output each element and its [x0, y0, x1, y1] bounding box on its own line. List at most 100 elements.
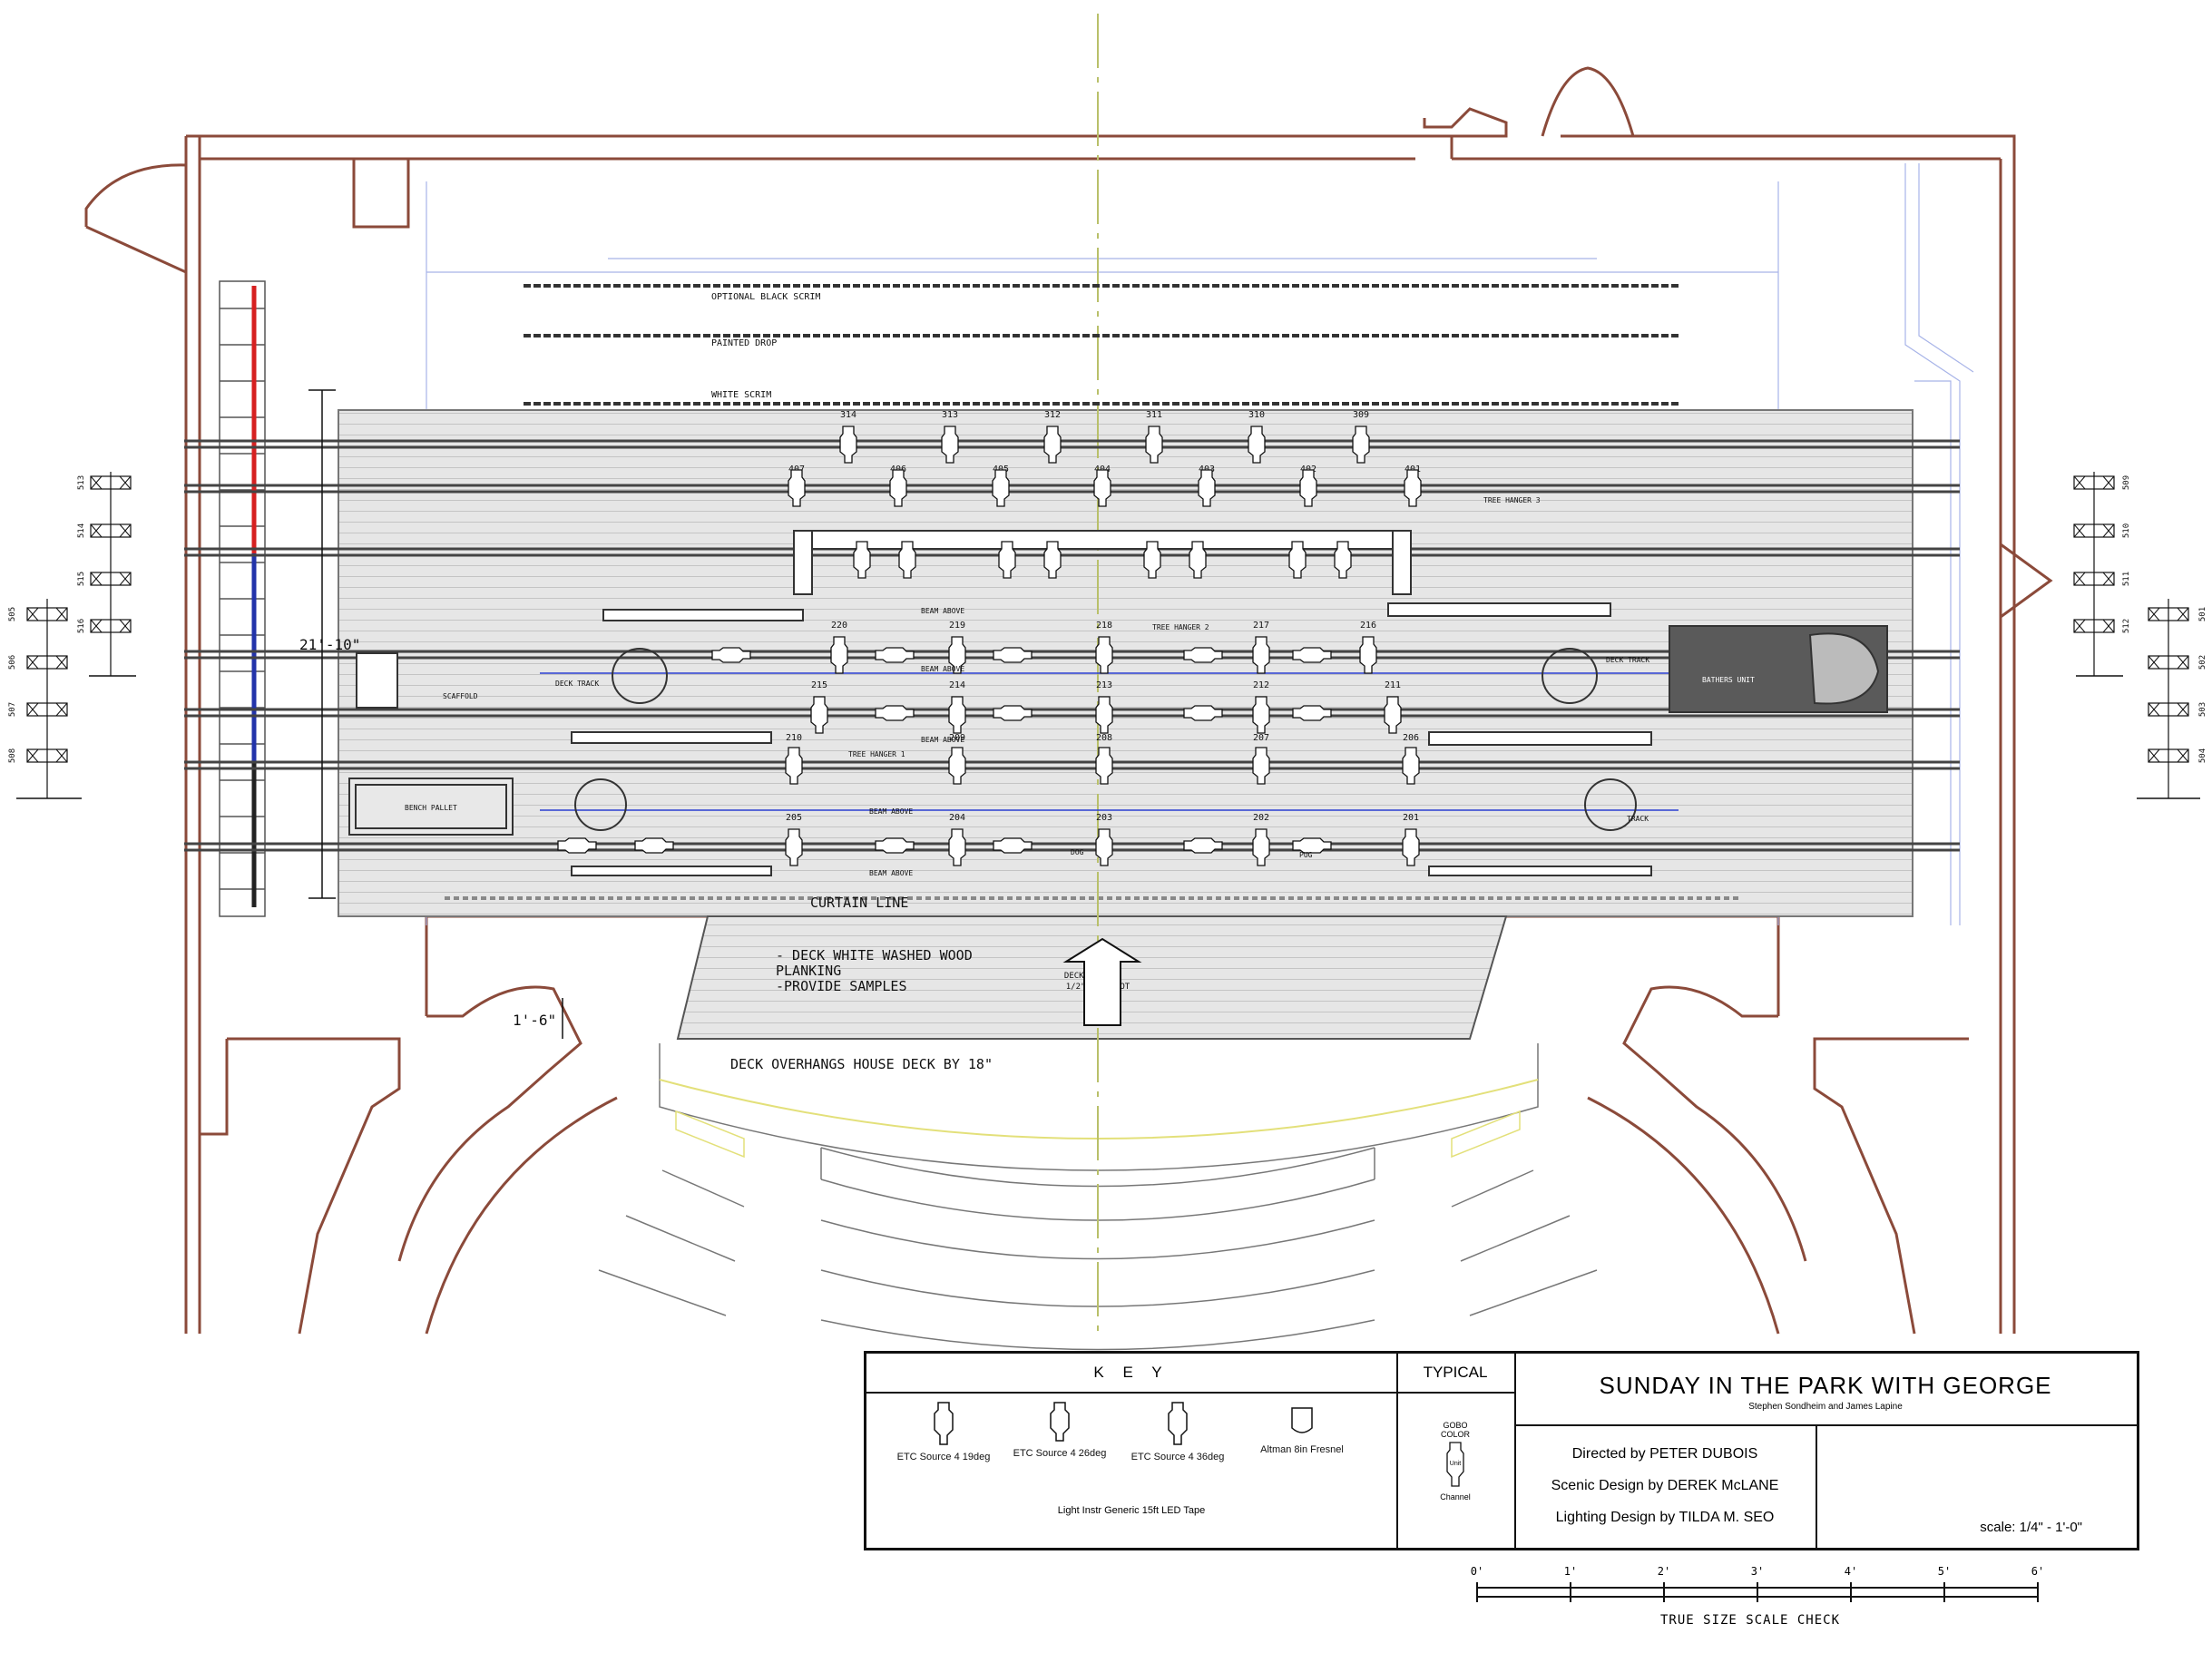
row300-fixture-314	[839, 425, 857, 464]
left-inner-boom-label-514: 514	[77, 523, 86, 538]
row300-fixture-310	[1248, 425, 1266, 464]
bench-pallet-label: BENCH PALLET	[405, 804, 457, 812]
key-label-36deg: ETC Source 4 36deg	[1130, 1452, 1225, 1462]
row210-label-206: 206	[1403, 733, 1419, 743]
right-outer-boom-label-501: 501	[2198, 607, 2207, 621]
key-item-26deg: ETC Source 4 26deg	[1001, 1401, 1119, 1459]
pipe2-fixture-6	[1288, 541, 1307, 579]
scale-tick-label-3: 3'	[1751, 1565, 1764, 1578]
drop-label-1: OPTIONAL BLACK SCRIM	[711, 292, 820, 302]
row210-label-207: 207	[1253, 733, 1269, 743]
row205-side-fixture-1	[634, 837, 674, 854]
side-light-booms: 5055065075085135145155165095105115125015…	[8, 472, 2207, 799]
deck-note-line-2: PLANKING	[776, 963, 841, 979]
overhang-dimension: 1'-6"	[513, 1012, 556, 1029]
director-credit: Directed by PETER DUBOIS	[1571, 1446, 1758, 1462]
row210-label-208: 208	[1096, 733, 1112, 743]
row300-label-311: 311	[1146, 410, 1162, 420]
row215-label-211: 211	[1385, 680, 1401, 690]
pipe2-fixture-7	[1334, 541, 1352, 579]
show-title: SUNDAY IN THE PARK WITH GEORGE	[1599, 1372, 2052, 1399]
typical-heading: TYPICAL	[1396, 1354, 1514, 1394]
row300-label-314: 314	[840, 410, 856, 420]
row210-fixture-209	[948, 747, 966, 785]
tree-hanger-1-label: TREE HANGER 1	[848, 750, 905, 758]
dog-label: DOG	[1071, 848, 1084, 856]
scale-tick-label-2: 2'	[1658, 1565, 1670, 1578]
beam-above-label-3: BEAM ABOVE	[921, 736, 964, 744]
row215-side-fixture-0	[875, 705, 915, 721]
row215-fixture-212	[1252, 696, 1270, 734]
row205-fixture-201	[1402, 828, 1420, 866]
left-inner-boom-label-516: 516	[77, 619, 86, 633]
production-panel: SUNDAY IN THE PARK WITH GEORGE Stephen S…	[1514, 1354, 2137, 1548]
scale-tick-label-6: 6'	[2031, 1565, 2044, 1578]
pipe2-fixture-0	[853, 541, 871, 579]
row205-label-205: 205	[786, 813, 802, 823]
typical-channel: Channel	[1440, 1492, 1471, 1501]
row215-side-fixture-1	[993, 705, 1033, 721]
row220-side-fixture-0	[711, 647, 751, 663]
pug-label: PUG	[1299, 851, 1313, 859]
title-block: K E Y ETC Source 4 19deg ETC Source 4 26…	[864, 1351, 2139, 1550]
deck-tracks	[540, 672, 1679, 811]
beam-above-label-4: BEAM ABOVE	[869, 807, 913, 816]
row400-fixture-403	[1198, 469, 1216, 507]
tree-hanger-units	[348, 530, 1888, 876]
drop-label-3: WHITE SCRIM	[711, 390, 771, 400]
raked-deck	[338, 409, 1913, 1040]
tree-hanger-3-label: TREE HANGER 3	[1483, 496, 1541, 504]
scenic-credit: Scenic Design by DEREK McLANE	[1551, 1478, 1779, 1493]
right-inner-boom-label-510: 510	[2122, 523, 2131, 538]
pipe2-fixture-2	[998, 541, 1016, 579]
scale-tick-label-5: 5'	[1938, 1565, 1951, 1578]
curtain-line-label: CURTAIN LINE	[810, 895, 908, 911]
key-tape-label: Light Instr Generic 15ft LED Tape	[1057, 1505, 1206, 1516]
row215-fixture-214	[948, 696, 966, 734]
audience-seating	[598, 1043, 1598, 1351]
row215-label-215: 215	[811, 680, 827, 690]
row300-fixture-311	[1145, 425, 1163, 464]
deck-track-label-right: DECK TRACK	[1606, 656, 1649, 664]
lighting-credit: Lighting Design by TILDA M. SEO	[1555, 1510, 1775, 1525]
row205-fixture-205	[785, 828, 803, 866]
left-outer-boom-label-506: 506	[8, 655, 17, 670]
row215-label-214: 214	[949, 680, 965, 690]
row210-fixture-208	[1095, 747, 1113, 785]
scale-tick-label-0: 0'	[1471, 1565, 1483, 1578]
row400-fixture-407	[788, 469, 806, 507]
credits-area: Directed by PETER DUBOIS Scenic Design b…	[1514, 1426, 1817, 1548]
right-outer-boom-label-502: 502	[2198, 655, 2207, 670]
deck-note-line-1: - DECK WHITE WASHED WOOD	[776, 947, 973, 963]
row215-label-213: 213	[1096, 680, 1112, 690]
fresnel-icon	[1291, 1407, 1313, 1433]
row300-label-313: 313	[942, 410, 958, 420]
right-inner-boom-label-512: 512	[2122, 619, 2131, 633]
deck-track-label-left: DECK TRACK	[555, 680, 599, 688]
beam-above-label-5: BEAM ABOVE	[869, 869, 913, 877]
row400-fixture-405	[992, 469, 1010, 507]
row205-fixture-203	[1095, 828, 1113, 866]
row205-label-203: 203	[1096, 813, 1112, 823]
row220-side-fixture-3	[1183, 647, 1223, 663]
electric-pipes	[184, 439, 1960, 852]
row220-side-fixture-2	[993, 647, 1033, 663]
right-inner-boom-label-509: 509	[2122, 475, 2131, 490]
row205-label-201: 201	[1403, 813, 1419, 823]
bathers-unit-label: BATHERS UNIT	[1702, 676, 1755, 684]
key-item-19deg: ETC Source 4 19deg	[885, 1401, 1003, 1462]
tree-hanger-2-label: TREE HANGER 2	[1152, 623, 1209, 631]
row205-label-202: 202	[1253, 813, 1269, 823]
key-label-19deg: ETC Source 4 19deg	[896, 1452, 991, 1462]
scale-ticks: 0'1'2'3'4'5'6'	[1471, 1565, 2044, 1602]
typical-panel: TYPICAL GOBO COLOR Unit Channel	[1396, 1354, 1516, 1548]
row215-fixture-215	[810, 696, 828, 734]
row205-side-fixture-4	[1183, 837, 1223, 854]
ellipsoidal-36-icon	[1168, 1402, 1188, 1445]
row300-fixture-312	[1043, 425, 1062, 464]
lighting-row-400: 407406405404403402401	[788, 465, 1422, 507]
